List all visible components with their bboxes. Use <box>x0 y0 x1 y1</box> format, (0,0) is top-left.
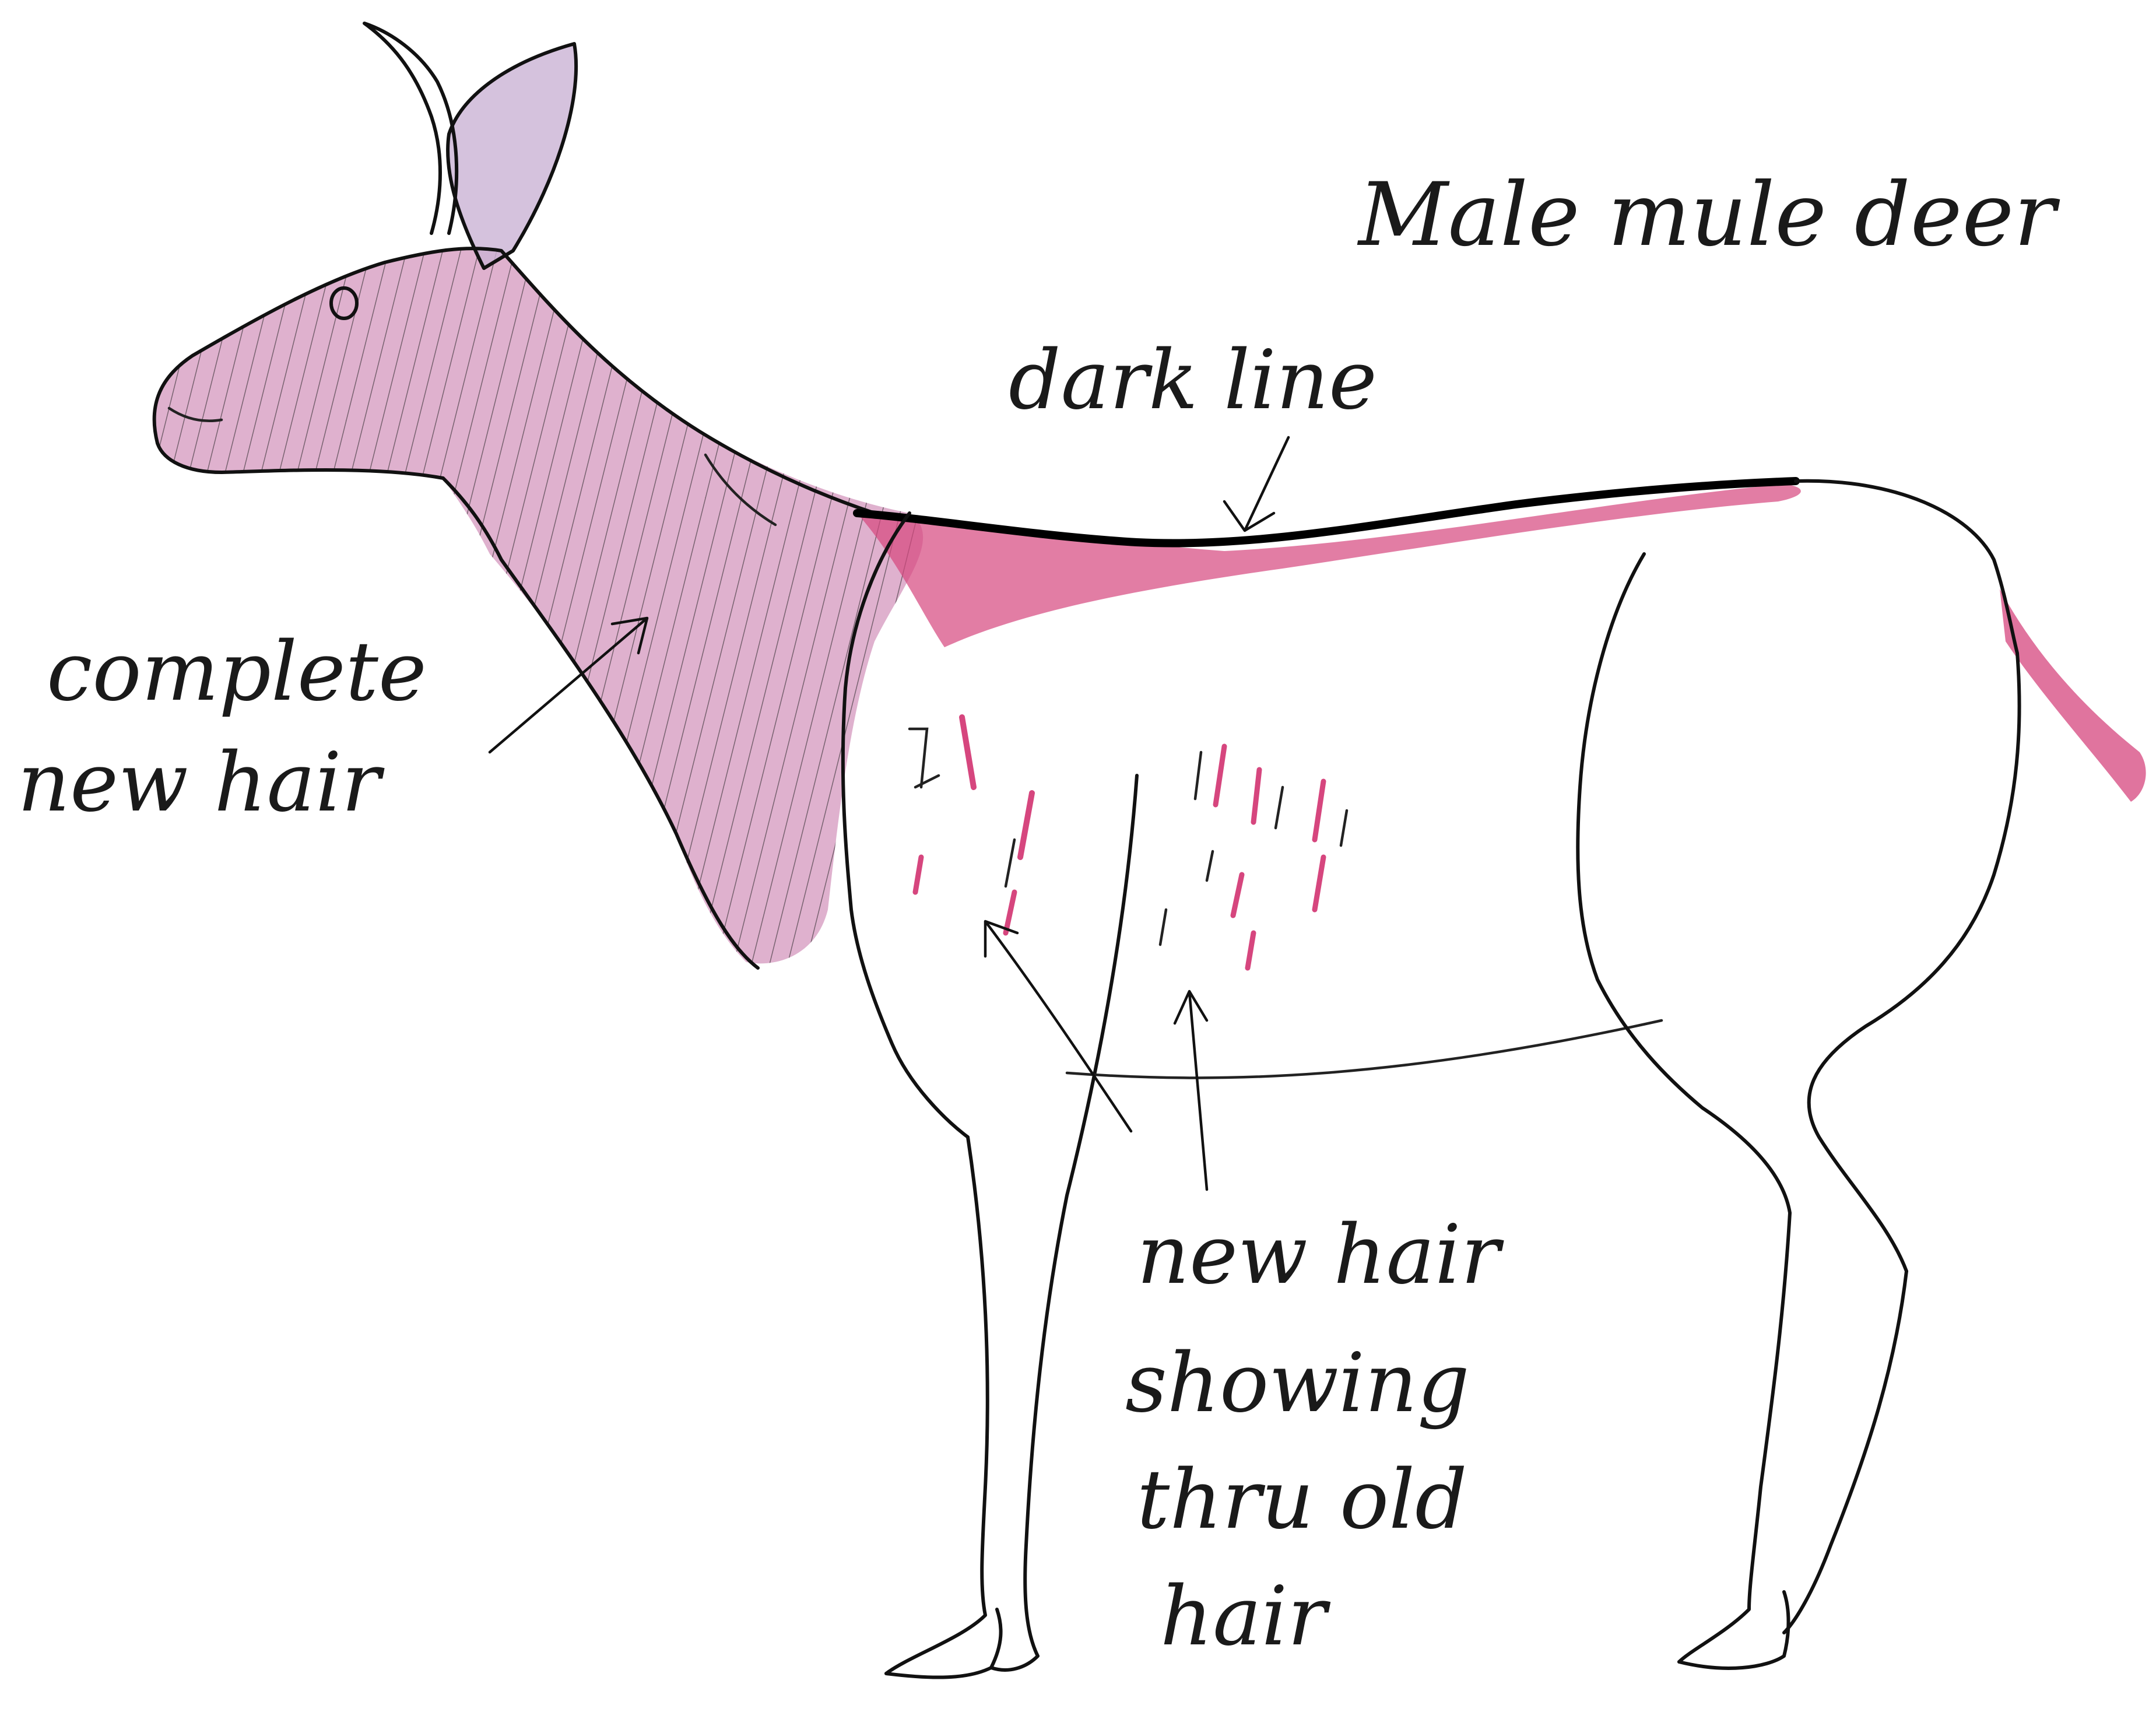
arrow-flank-right <box>1175 991 1207 1190</box>
arrow-flank-left <box>985 921 1131 1131</box>
new-hair-showing-label-2: showing <box>1125 1336 1470 1431</box>
new-hair-showing-label-1: new hair <box>1137 1208 1504 1303</box>
dark-line-label: dark line <box>1009 333 1377 428</box>
tail-fill <box>2000 589 2146 802</box>
back-pink-fill <box>857 484 1801 647</box>
antler-spike <box>364 23 457 233</box>
new-hair-showing-label-4: hair <box>1160 1569 1330 1664</box>
complete-new-hair-label-2: new hair <box>17 735 385 830</box>
title-label: Male mule deer <box>1357 164 2060 266</box>
complete-new-hair-label-1: complete <box>47 625 427 720</box>
new-hair-showing-label-3: thru old <box>1137 1453 1467 1548</box>
new-hair-patches <box>910 717 1347 968</box>
arrow-dark-line <box>1224 437 1288 531</box>
